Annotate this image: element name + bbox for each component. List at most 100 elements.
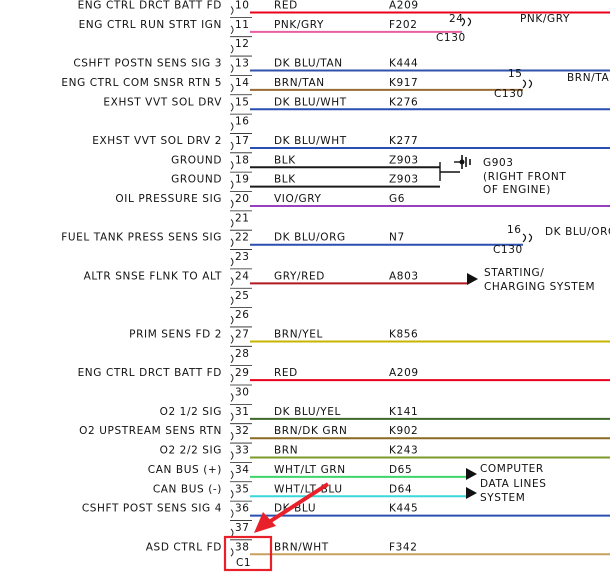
circuit-id: K856 — [389, 328, 418, 340]
wire-color: BLK — [274, 154, 296, 166]
wire-color: VIO/GRY — [274, 193, 321, 205]
splice-c130-pnk-gry: 24 C130 PNK/GRY — [436, 13, 570, 44]
connector-cavity-icon — [230, 547, 234, 557]
destination-line3: SYSTEM — [480, 492, 525, 504]
connector-cavity-icon — [230, 25, 234, 35]
splice-wire-color: PNK/GRY — [520, 13, 570, 25]
arrow-right-icon — [466, 468, 477, 480]
connector-cavity-icon — [230, 354, 234, 364]
destination-starting-charging: STARTING/ CHARGING SYSTEM — [467, 267, 595, 293]
pin-row: 23 — [230, 249, 252, 267]
pin-number: 25 — [235, 290, 250, 302]
pin-number: 14 — [235, 77, 250, 89]
pointer-arrow-icon — [254, 512, 276, 533]
pin-function: ASD CTRL FD — [146, 541, 222, 553]
highlight-box — [223, 535, 273, 572]
arrow-right-icon — [467, 273, 478, 285]
pin-function: CAN BUS (+) — [148, 464, 222, 476]
connector-cavity-icon — [230, 160, 234, 170]
connector-cavity-icon — [230, 509, 234, 518]
pin-function: ENG CTRL DRCT BATT FD — [78, 0, 222, 12]
connector-cavity-icon — [230, 412, 234, 422]
ground-id: G903 — [483, 157, 514, 169]
pin-number: 13 — [235, 58, 250, 70]
circuit-id: K917 — [389, 77, 418, 89]
connector-cavity-icon — [230, 296, 234, 306]
pin-number: 30 — [235, 387, 250, 399]
pin-number: 11 — [235, 19, 250, 31]
circuit-id: Z903 — [389, 174, 419, 186]
destination-line1: COMPUTER — [480, 463, 544, 475]
pin-number: 32 — [235, 425, 250, 437]
pin-number: 10 — [235, 0, 250, 12]
pin-function: ENG CTRL DRCT BATT FD — [78, 367, 222, 379]
splice-pin: 15 — [508, 68, 523, 80]
wire-color: WHT/LT BLU — [274, 483, 343, 495]
pin-number: 18 — [235, 154, 250, 166]
splice-wire-color: BRN/TAN — [567, 72, 610, 84]
pin-number: 15 — [235, 96, 250, 108]
circuit-id: Z903 — [389, 154, 419, 166]
pin-function: CAN BUS (-) — [153, 483, 222, 495]
arrow-right-icon — [466, 487, 477, 499]
pin-row: 10 ENG CTRL DRCT BATT FD RED A209 — [78, 0, 610, 15]
pin-number: 21 — [235, 212, 250, 224]
wire-color: RED — [274, 0, 298, 12]
circuit-id: K243 — [389, 445, 418, 457]
destination-line2: DATA LINES — [480, 478, 547, 490]
connector-cavity-icon — [230, 315, 234, 325]
wire-color: RED — [274, 367, 298, 379]
pin-number: 34 — [235, 464, 250, 476]
wire-color: DK BLU/WHT — [274, 96, 347, 108]
circuit-id: K902 — [389, 425, 418, 437]
connector-label: C1 — [236, 557, 251, 569]
pin-row: 21 — [230, 210, 252, 228]
pin-function: EXHST VVT SOL DRV 2 — [92, 135, 222, 147]
wire-color: WHT/LT GRN — [274, 464, 346, 476]
circuit-id: K444 — [389, 58, 418, 70]
wire-color: BRN/TAN — [274, 77, 325, 89]
pin-number: 23 — [235, 251, 250, 263]
wire-color: GRY/RED — [274, 270, 325, 282]
destination-computer-data-lines: COMPUTER DATA LINES SYSTEM — [466, 463, 547, 504]
connector-cavity-icon — [230, 219, 234, 228]
pin-function: OIL PRESSURE SIG — [115, 193, 222, 205]
splice-pin: 16 — [507, 224, 522, 236]
pin-function: GROUND — [171, 174, 222, 186]
connector-cavity-icon — [230, 141, 234, 151]
splice-c130-dk-blu-org: 16 C130 DK BLU/ORG — [493, 224, 610, 256]
ground-location-line1: (RIGHT FRONT — [483, 171, 566, 183]
circuit-id: K277 — [389, 135, 418, 147]
splice-wire-color: DK BLU/ORG — [545, 226, 610, 238]
pin-number: 29 — [235, 367, 250, 379]
pin-row: 28 — [230, 345, 252, 364]
destination-line2: CHARGING SYSTEM — [484, 281, 595, 293]
pin-row: 25 — [230, 287, 252, 306]
circuit-id: A803 — [389, 270, 419, 282]
wire-color: DK BLU/YEL — [274, 406, 341, 418]
pin-number: 31 — [235, 406, 250, 418]
highlight-annotation — [223, 482, 330, 572]
splice-connector: C130 — [436, 32, 466, 44]
pin-number: 26 — [235, 309, 250, 321]
pin-function: O2 1/2 SIG — [160, 406, 222, 418]
connector-cavity-icon — [230, 431, 234, 441]
ground-location-line2: OF ENGINE) — [483, 184, 551, 196]
connector-cavity-icon — [230, 180, 234, 189]
connector-cavity-icon — [230, 489, 234, 499]
ground-symbol-icon — [459, 159, 465, 165]
circuit-id: A209 — [389, 0, 419, 12]
pin-number: 38 — [235, 541, 250, 553]
pin-function: ENG CTRL RUN STRT IGN — [79, 19, 222, 31]
